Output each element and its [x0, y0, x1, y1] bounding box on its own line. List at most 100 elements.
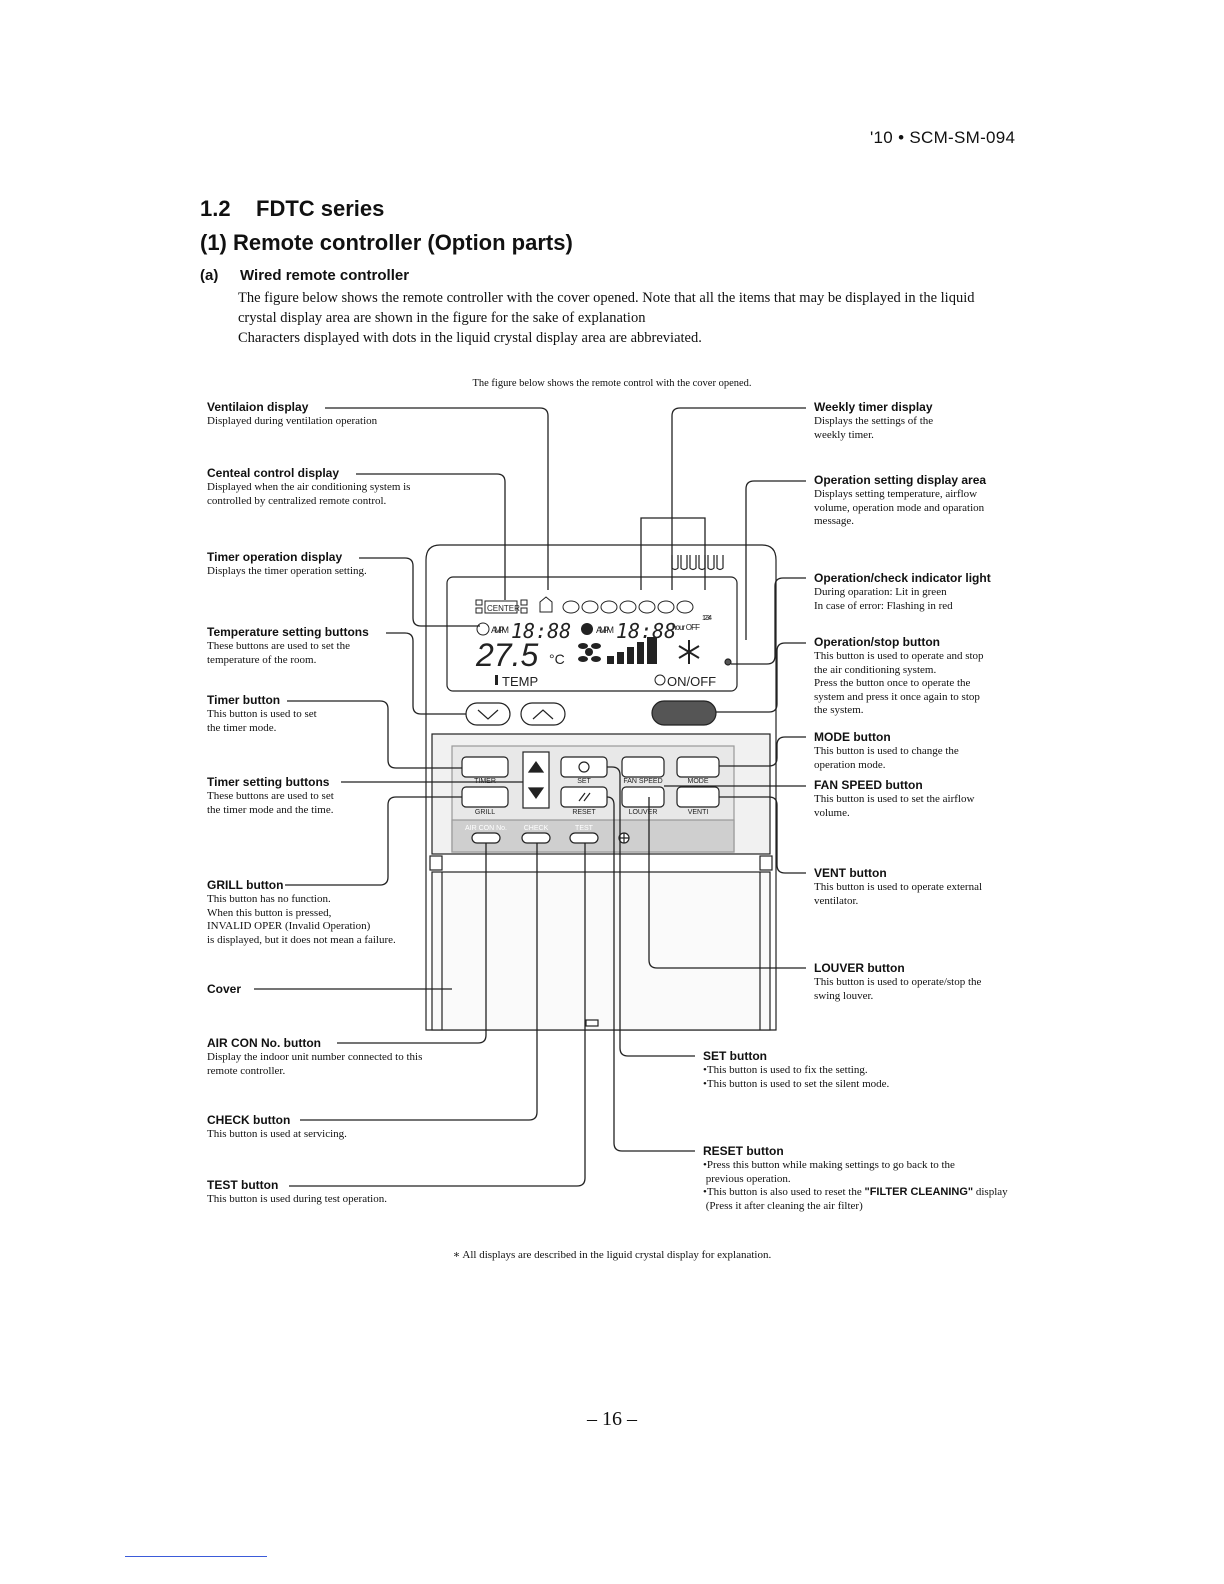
- callout-timer-setting-title: Timer setting buttons: [207, 775, 330, 789]
- callout-reset-desc-3: •This button is also used to reset the "…: [703, 1186, 1028, 1200]
- callout-grill-title: GRILL button: [207, 878, 284, 892]
- callout-test-title: TEST button: [207, 1178, 279, 1192]
- callout-reset: RESET button •Press this button while ma…: [703, 1144, 1028, 1213]
- indicator-light: [724, 658, 732, 666]
- subsection-title: (1) Remote controller (Option parts): [200, 230, 573, 255]
- callout-check: CHECK button This button is used at serv…: [207, 1113, 347, 1142]
- day-circles: [562, 600, 694, 614]
- callout-ventilation-desc: Displayed during ventilation operation: [207, 415, 378, 427]
- callout-mode: MODE button This button is used to chang…: [814, 730, 959, 772]
- callout-aircon-no: AIR CON No. button Display the indoor un…: [207, 1036, 422, 1078]
- callout-fanspeed: FAN SPEED button This button is used to …: [814, 778, 974, 820]
- footnote: ∗ All displays are described in the ligu…: [452, 1249, 772, 1261]
- callout-test: TEST button This button is used during t…: [207, 1178, 387, 1207]
- lcd-hour-off: hour OFF: [672, 623, 700, 632]
- callout-op-setting-title: Operation setting display area: [814, 473, 987, 487]
- callout-central-desc-2: controlled by centralized remote control…: [207, 494, 387, 507]
- lcd-time-1: 18:88: [511, 619, 571, 643]
- callout-indicator-desc-2: In case of error: Flashing in red: [814, 599, 953, 612]
- subsubsection-title: (a) Wired remote controller: [200, 267, 409, 284]
- figure-caption: The figure below shows the remote contro…: [472, 378, 752, 389]
- snow-icon: [678, 640, 700, 664]
- callout-opstop-desc-5: the system.: [814, 704, 864, 716]
- callout-timer-op-desc: Displays the timer operation setting.: [207, 565, 367, 577]
- callout-cover-title: Cover: [207, 982, 242, 996]
- panel-set-label: SET: [577, 778, 591, 785]
- louver-button: [621, 786, 665, 808]
- lcd-ampm-1: AM PM: [491, 625, 509, 635]
- callout-reset-desc-3a: •This button is also used to reset the: [703, 1186, 865, 1198]
- callout-reset-title: RESET button: [703, 1144, 784, 1158]
- callout-louver-desc-2: swing louver.: [814, 989, 874, 1002]
- leader-lines: [254, 407, 806, 1187]
- callout-mode-desc-1: This button is used to change the: [814, 745, 959, 757]
- temp-up-button: [520, 702, 566, 726]
- lcd-temp: 27.5: [475, 637, 538, 673]
- timer-button: [461, 756, 509, 778]
- callout-reset-desc-2: previous operation.: [703, 1172, 791, 1185]
- on-off-button: [651, 700, 717, 726]
- lcd-temp-label: TEMP: [502, 674, 538, 689]
- callout-temp-set-desc-2: temperature of the room.: [207, 653, 317, 666]
- subsubsection-number: (a): [200, 267, 219, 284]
- callout-ventilation-title: Ventilaion display: [207, 400, 309, 414]
- panel-louver-label: LOUVER: [629, 809, 658, 816]
- callout-opstop: Operation/stop button This button is use…: [814, 635, 984, 718]
- callout-weekly-desc-2: weekly timer.: [814, 428, 874, 441]
- callout-weekly: Weekly timer display Displays the settin…: [814, 400, 933, 442]
- callout-timer-op-title: Timer operation display: [207, 550, 343, 564]
- lcd-ampm-2: AM PM: [596, 625, 614, 635]
- lcd-window: [446, 576, 738, 692]
- callout-vent-title: VENT button: [814, 866, 887, 880]
- lcd-unit: °C: [549, 651, 565, 667]
- airflow-bars: [607, 637, 657, 664]
- check-button: [521, 832, 551, 844]
- callout-test-desc: This button is used during test operatio…: [207, 1193, 387, 1205]
- callout-fanspeed-title: FAN SPEED button: [814, 778, 923, 792]
- panel-grill-label: GRILL: [475, 809, 495, 816]
- callout-opstop-desc-2: the air conditioning system.: [814, 663, 937, 676]
- callout-mode-title: MODE button: [814, 730, 891, 744]
- callout-temp-set-title: Temperature setting buttons: [207, 625, 369, 639]
- callout-louver: LOUVER button This button is used to ope…: [814, 961, 981, 1003]
- subsubsection-title-text: Wired remote controller: [240, 267, 410, 284]
- callout-grill-desc-4: is displayed, but it does not mean a fai…: [207, 933, 396, 946]
- section-number: 1.2: [200, 196, 231, 221]
- callout-vent: VENT button This button is used to opera…: [814, 866, 982, 908]
- page-number: – 16 –: [587, 1408, 637, 1430]
- intro-line-3: Characters displayed with dots in the li…: [238, 330, 702, 346]
- callout-op-setting-desc-2: volume, operation mode and oparation: [814, 501, 985, 514]
- lcd-time-2: 18:88: [616, 619, 676, 643]
- callout-louver-title: LOUVER button: [814, 961, 905, 975]
- panel-check-label: CHECK: [524, 825, 549, 832]
- timer-setting-buttons: [522, 751, 550, 809]
- callout-indicator: Operation/check indicator light During o…: [814, 571, 991, 613]
- panel-mode-label: MODE: [688, 778, 709, 785]
- callout-set-title: SET button: [703, 1049, 767, 1063]
- document-reference: '10 • SCM-SM-094: [870, 128, 1016, 147]
- callout-reset-desc-4: (Press it after cleaning the air filter): [703, 1199, 863, 1212]
- callout-op-setting-desc-3: message.: [814, 515, 855, 527]
- callout-vent-desc-2: ventilator.: [814, 894, 859, 907]
- callout-central-desc-1: Displayed when the air conditioning syst…: [207, 481, 411, 493]
- temp-down-button: [465, 702, 511, 726]
- callout-indicator-desc-1: During oparation: Lit in green: [814, 586, 947, 598]
- grill-button: [461, 786, 509, 808]
- callout-timer-button: Timer button This button is used to set …: [207, 693, 317, 735]
- callout-timer-button-desc-2: the timer mode.: [207, 721, 277, 734]
- callout-opstop-desc-4: system and press it once again to stop: [814, 690, 980, 703]
- bottom-rule: [125, 1556, 267, 1557]
- callout-opstop-desc-3: Press the button once to operate the: [814, 677, 971, 689]
- set-button: [560, 756, 608, 778]
- lcd-levels: 1 2 3 4: [702, 615, 712, 622]
- callout-aircon-no-desc-1: Display the indoor unit number connected…: [207, 1051, 423, 1063]
- fan-speed-button: [621, 756, 665, 778]
- test-button: [569, 832, 599, 844]
- vent-button: [676, 786, 720, 808]
- callout-aircon-no-desc-2: remote controller.: [207, 1064, 286, 1077]
- vent-slots: [671, 555, 724, 571]
- callout-timer-setting-desc-2: the timer mode and the time.: [207, 803, 334, 816]
- panel-venti-label: VENTI: [688, 809, 709, 816]
- panel-fanspeed-label: FAN SPEED: [623, 778, 662, 785]
- callout-opstop-title: Operation/stop button: [814, 635, 940, 649]
